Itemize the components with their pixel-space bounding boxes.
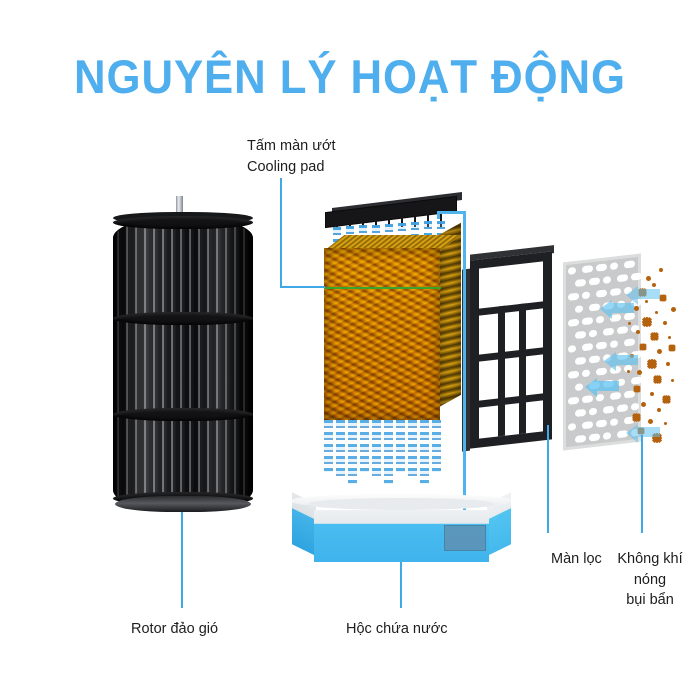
leader-filter-screen <box>547 425 549 533</box>
water-drip-stream <box>324 420 333 472</box>
cooling-pad-highlight-line <box>324 287 441 289</box>
dust-particle <box>663 321 667 325</box>
water-drip-stream <box>396 420 405 472</box>
water-drip-stream <box>408 420 417 478</box>
water-drip-stream <box>360 420 369 472</box>
air-flow-arrow <box>600 300 634 325</box>
air-flow-arrow <box>585 378 619 403</box>
leader-water-tank <box>400 562 402 608</box>
rotor-ring <box>113 408 253 421</box>
water-drip-stream <box>333 227 341 251</box>
dust-particle <box>668 336 671 339</box>
leader-cooling-pad-horizontal <box>280 286 325 288</box>
dust-particle <box>649 331 660 342</box>
label-hot-dusty-air: Không khí nóng bụi bẩn <box>617 551 683 609</box>
dust-particle <box>628 322 631 325</box>
dust-particle <box>664 422 667 425</box>
water-drip-stream <box>432 420 441 472</box>
dust-particle <box>666 362 670 366</box>
dust-particle <box>657 349 662 354</box>
dust-particle <box>648 419 653 424</box>
rotor-bottom-cap <box>115 496 251 512</box>
air-flow-arrow <box>626 286 660 311</box>
filter-screen-frame <box>462 244 560 457</box>
filter-grid-bar <box>519 303 526 435</box>
filter-grid-bar <box>479 301 543 316</box>
water-drip-stream <box>336 420 345 478</box>
dust-particle <box>652 283 656 287</box>
air-flow-arrow <box>604 352 638 377</box>
water-nozzle <box>349 216 351 227</box>
water-nozzle <box>336 217 338 227</box>
leader-rotor <box>181 512 183 608</box>
water-tank-inner-surface <box>309 498 494 510</box>
dust-particle <box>637 370 642 375</box>
water-nozzle <box>388 213 390 227</box>
label-filter-screen: Màn lọc <box>551 551 602 567</box>
water-drip-stream <box>348 420 357 484</box>
label-rotor: Rotor đảo gió <box>131 621 219 637</box>
dust-particle <box>661 394 672 405</box>
water-pump <box>444 525 486 551</box>
water-pipe-elbow <box>437 211 440 219</box>
rotor-ring <box>113 216 253 229</box>
rotor-body <box>113 216 253 512</box>
dust-particle <box>645 300 648 303</box>
dust-particle <box>650 392 654 396</box>
rotor-ring <box>113 312 253 325</box>
water-pipe-horizontal <box>437 211 466 214</box>
air-flow-arrow <box>626 424 660 449</box>
rotor-shaft-icon <box>176 196 183 218</box>
water-pipe-vertical <box>463 213 466 527</box>
dust-particle <box>671 379 674 382</box>
dust-particle <box>646 358 658 370</box>
rotor-assembly <box>113 196 253 514</box>
cooling-pad-assembly <box>318 192 468 484</box>
water-nozzle <box>401 212 403 227</box>
water-tank <box>292 492 511 564</box>
dust-particle <box>658 293 668 303</box>
dust-particle <box>667 343 677 353</box>
water-nozzle <box>427 210 429 227</box>
cooling-pad-front-face <box>324 248 440 420</box>
water-nozzle <box>362 215 364 227</box>
dust-particle <box>636 330 640 334</box>
dust-particle <box>659 268 663 272</box>
water-drip-stream <box>372 420 381 478</box>
water-drip-stream <box>420 420 429 484</box>
cooling-pad-side-face <box>439 222 461 407</box>
filter-grid-bar <box>479 347 543 362</box>
dust-particle <box>671 307 676 312</box>
dust-particle <box>652 374 663 385</box>
label-water-tank: Hộc chứa nước <box>346 621 448 637</box>
dust-particle <box>646 276 651 281</box>
filter-grid-bar <box>479 393 543 408</box>
rotor-shading <box>113 216 253 512</box>
water-nozzle <box>375 214 377 227</box>
filter-grid <box>470 251 552 449</box>
water-drip-stream <box>384 420 393 484</box>
leader-cooling-pad-vertical <box>280 178 282 288</box>
dust-particle <box>627 370 630 373</box>
dust-particle <box>641 402 646 407</box>
page-title: NGUYÊN LÝ HOẠT ĐỘNG <box>74 50 626 103</box>
dust-particle <box>655 311 658 314</box>
filter-screen <box>462 245 560 452</box>
filter-grid-bar <box>498 305 505 437</box>
water-nozzle <box>414 211 416 227</box>
dust-particle <box>641 316 653 328</box>
label-cooling-pad: Tấm màn ướt Cooling pad <box>247 138 336 175</box>
water-nozzle <box>440 209 442 227</box>
dust-particle <box>657 408 661 412</box>
dust-particle <box>634 306 639 311</box>
leader-hot-dusty-air <box>641 435 643 533</box>
